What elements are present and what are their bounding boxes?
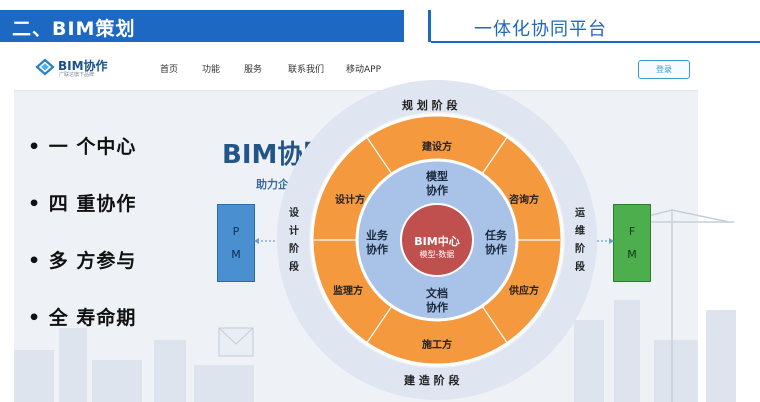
collab-business: 业务 协作 — [357, 229, 397, 257]
collab-document: 文档 协作 — [417, 287, 457, 315]
phase-design-char-4: 段 — [289, 262, 299, 273]
nav-mobile-app[interactable]: 移动APP — [346, 65, 382, 75]
fm-letter-m: M — [627, 248, 637, 261]
pm-box: P M — [217, 204, 255, 282]
header-divider — [428, 10, 431, 42]
phase-operation-char-2: 维 — [575, 226, 585, 237]
phase-design-char-1: 设 — [289, 208, 299, 219]
phase-design-char-3: 阶 — [289, 244, 299, 255]
bullet-multi-party: • 多 方参与 — [28, 250, 137, 272]
bim-logo-icon — [35, 58, 55, 76]
phase-operation-char-4: 段 — [575, 262, 585, 273]
header-underline — [431, 41, 760, 43]
pm-letter-p: P — [232, 225, 240, 238]
party-supervisor: 监理方 — [333, 286, 363, 297]
bullet-one-center: • 一 个中心 — [28, 136, 137, 158]
collab-model: 模型 协作 — [417, 170, 457, 198]
core-subtitle: 模型-数据 — [419, 250, 455, 259]
nav-home[interactable]: 首页 — [160, 65, 179, 75]
collab-task-line-2: 协作 — [485, 243, 507, 256]
bullet-lifecycle: • 全 寿命期 — [28, 307, 137, 329]
party-consultant: 咨询方 — [509, 195, 539, 206]
site-navbar — [14, 46, 698, 91]
party-contractor: 施工方 — [422, 340, 452, 351]
phase-operation-char-1: 运 — [575, 208, 585, 219]
collab-business-line-1: 业务 — [366, 229, 388, 242]
phase-design-char-2: 计 — [289, 226, 299, 237]
pm-letter-m: M — [231, 248, 241, 261]
collab-model-line-2: 协作 — [426, 184, 448, 197]
bim-core — [400, 203, 474, 277]
section-title: 二、BIM策划 — [12, 18, 136, 40]
collab-document-line-2: 协作 — [426, 301, 448, 314]
collab-document-line-1: 文档 — [426, 287, 448, 300]
city-skyline-illustration — [14, 209, 736, 402]
login-button[interactable]: 登录 — [638, 60, 690, 79]
phase-construction: 建 造 阶 段 — [404, 374, 460, 387]
fm-letter-f: F — [628, 225, 636, 238]
nav-contact[interactable]: 联系我们 — [288, 65, 325, 75]
platform-title: 一体化协同平台 — [474, 19, 607, 40]
hero-subtitle: 助力企 — [256, 178, 289, 191]
bullet-four-collab: • 四 重协作 — [28, 193, 137, 215]
nav-services[interactable]: 服务 — [244, 65, 263, 75]
collab-business-line-2: 协作 — [366, 243, 388, 256]
section-header-bar — [0, 10, 404, 42]
collab-task-line-1: 任务 — [485, 229, 507, 242]
party-supplier: 供应方 — [509, 286, 539, 297]
nav-features[interactable]: 功能 — [202, 65, 221, 75]
collab-task: 任务 协作 — [476, 229, 516, 257]
core-title: BIM中心 — [414, 235, 460, 248]
fm-box: F M — [613, 204, 651, 282]
logo-text: BIM协作 — [58, 59, 108, 73]
party-owner: 建设方 — [422, 142, 452, 153]
collab-model-line-1: 模型 — [426, 170, 448, 183]
phase-operation-char-3: 阶 — [575, 244, 585, 255]
logo-subtitle: 广联达旗下品牌 — [59, 72, 95, 78]
party-designer: 设计方 — [335, 195, 365, 206]
phase-planning: 规 划 阶 段 — [402, 99, 458, 112]
phase-ring — [277, 80, 597, 400]
